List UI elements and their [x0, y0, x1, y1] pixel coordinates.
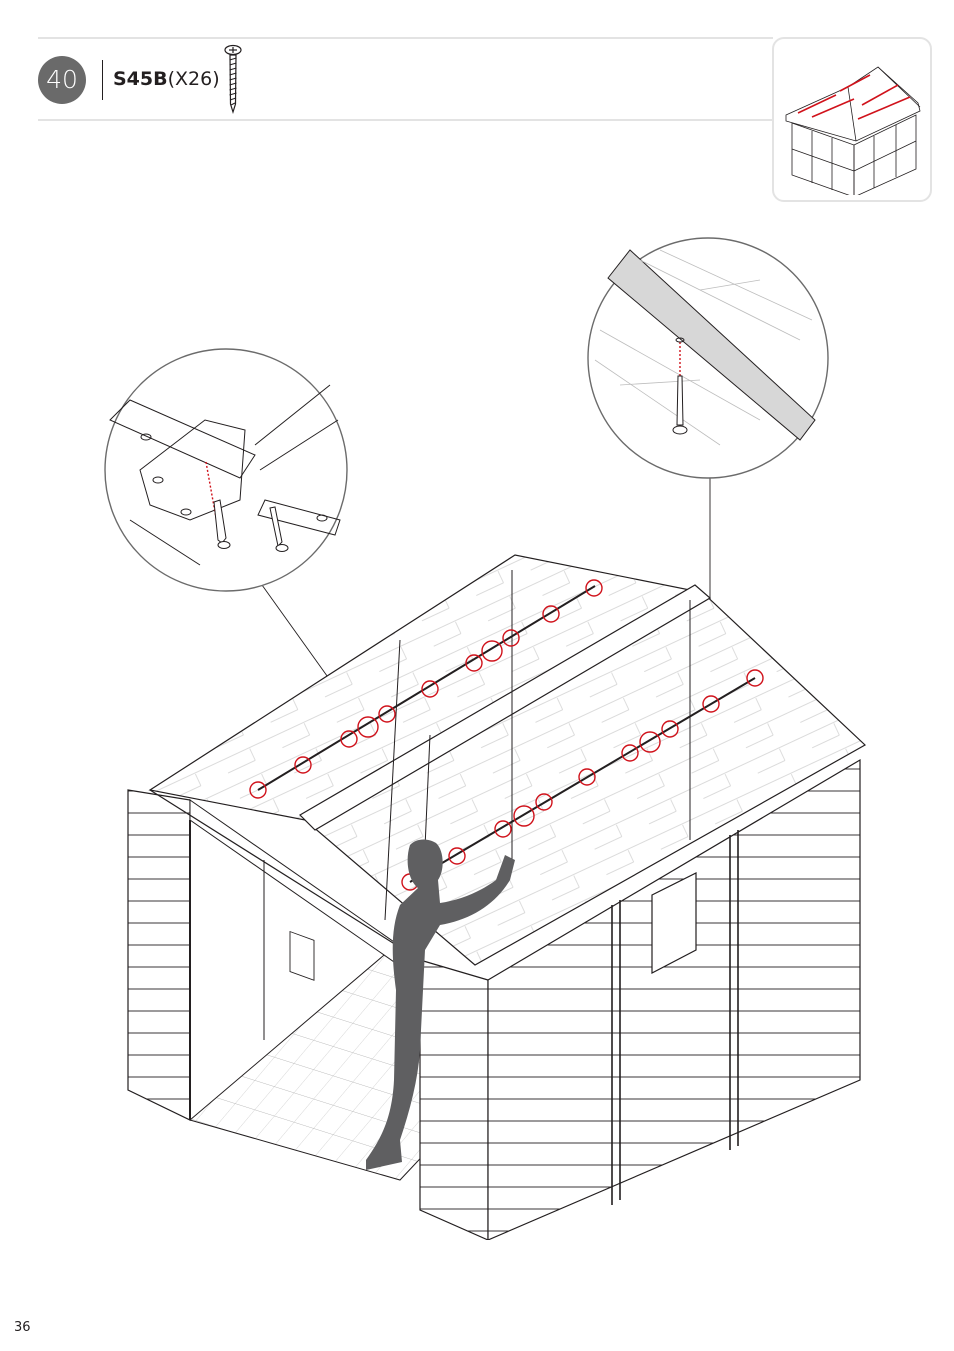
eave-detail-zoom [105, 349, 347, 591]
part-code: S45B [113, 68, 168, 90]
header-rule-top [38, 37, 773, 39]
step-number-badge: 40 [38, 56, 86, 104]
overview-thumbnail [772, 37, 932, 202]
part-label: S45B(X26) [113, 67, 220, 91]
part-quantity: (X26) [168, 68, 220, 90]
page-number: 36 [14, 1320, 31, 1335]
step-divider [102, 60, 103, 100]
assembly-illustration [0, 200, 954, 1240]
roof-detail-zoom [588, 238, 828, 478]
front-wall [128, 790, 190, 1120]
screw-icon [222, 44, 244, 114]
shed-thumbnail-icon [778, 45, 928, 195]
header-rule-bottom [38, 119, 773, 121]
